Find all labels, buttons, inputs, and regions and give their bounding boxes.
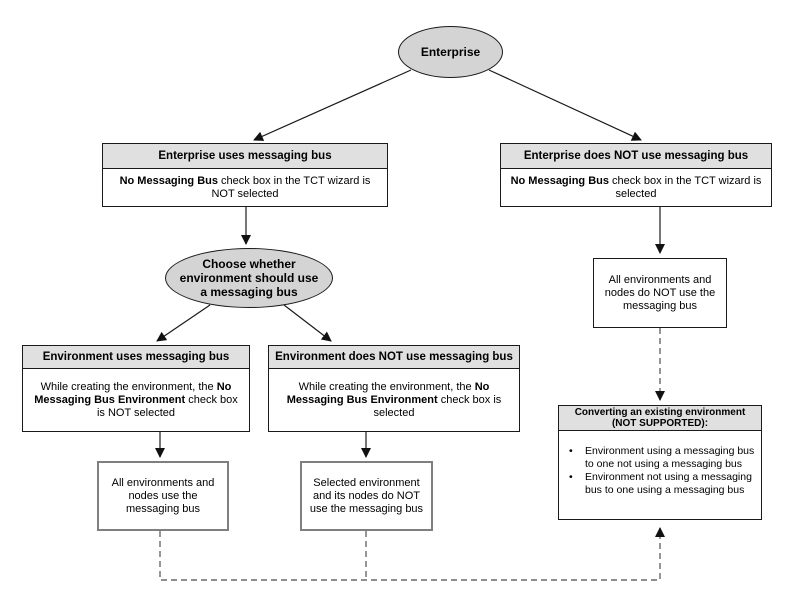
bold-term: No Messaging Bus Environment (34, 380, 232, 406)
node-converting-title-line2: (NOT SUPPORTED): (611, 418, 709, 429)
node-env-no-bus: Environment does NOT use messaging bus W… (268, 345, 520, 432)
arrow-enterprise-to-uses-bus (253, 69, 412, 141)
node-enterprise-uses-bus: Enterprise uses messaging bus No Messagi… (102, 143, 388, 207)
body-text: While creating the environment, the (298, 380, 475, 393)
node-enterprise-label: Enterprise (420, 45, 481, 59)
converting-bullet-text: Environment using a messaging bus to one… (585, 445, 755, 470)
node-enterprise-no-bus-body: No Messaging Bus check box in the TCT wi… (501, 169, 771, 206)
node-all-no-bus-label: All environments and nodes do NOT use th… (604, 273, 716, 312)
body-text: check box in the TCT wizard is selected (608, 174, 762, 200)
node-choose-environment: Choose whether environment should use a … (165, 248, 333, 308)
body-text: check box in the TCT wizard is NOT selec… (211, 174, 371, 200)
node-env-uses-bus: Environment uses messaging bus While cre… (22, 345, 250, 432)
converting-bullet-item: • Environment not using a messaging bus … (567, 471, 755, 497)
arrow-choose-to-env-no (283, 304, 332, 342)
node-enterprise-no-bus: Enterprise does NOT use messaging bus No… (500, 143, 772, 207)
bold-term: No Messaging Bus (510, 174, 609, 187)
node-env-no-bus-body: While creating the environment, the No M… (269, 369, 519, 431)
body-text: check box is selected (373, 393, 502, 419)
node-all-use-bus-label: All environments and nodes use the messa… (111, 476, 215, 515)
node-converting-body: • Environment using a messaging bus to o… (559, 431, 761, 519)
node-env-uses-bus-body: While creating the environment, the No M… (23, 369, 249, 431)
bold-term: No Messaging Bus (119, 174, 218, 187)
bullet-icon: • (569, 445, 573, 457)
node-choose-environment-label: Choose whether environment should use a … (179, 257, 319, 299)
body-text: check box is NOT selected (96, 393, 238, 419)
converting-bullet-list: • Environment using a messaging bus to o… (567, 445, 755, 497)
node-enterprise: Enterprise (398, 26, 503, 78)
node-all-no-bus: All environments and nodes do NOT use th… (593, 258, 727, 328)
node-enterprise-uses-bus-title: Enterprise uses messaging bus (103, 144, 387, 169)
converting-bullet-item: • Environment using a messaging bus to o… (567, 445, 755, 471)
bold-term: No Messaging Bus Environment (286, 380, 490, 406)
node-converting-title-line1: Converting an existing environment (574, 407, 746, 418)
node-enterprise-uses-bus-body: No Messaging Bus check box in the TCT wi… (103, 169, 387, 206)
converting-bullet-text: Environment not using a messaging bus to… (585, 471, 752, 496)
arrow-enterprise-to-no-bus (488, 69, 642, 141)
node-converting-title: Converting an existing environment (NOT … (559, 406, 761, 431)
node-converting: Converting an existing environment (NOT … (558, 405, 762, 520)
node-all-use-bus: All environments and nodes use the messa… (97, 461, 229, 531)
arrow-choose-to-env-uses (156, 304, 211, 342)
node-env-no-bus-title: Environment does NOT use messaging bus (269, 346, 519, 369)
bullet-icon: • (569, 471, 573, 483)
dashed-path-all-use-to-converting (159, 527, 665, 581)
node-selected-no-bus-label: Selected environment and its nodes do NO… (309, 476, 424, 515)
node-enterprise-no-bus-title: Enterprise does NOT use messaging bus (501, 144, 771, 169)
node-env-uses-bus-title: Environment uses messaging bus (23, 346, 249, 369)
body-text: While creating the environment, the (40, 380, 217, 393)
node-selected-no-bus: Selected environment and its nodes do NO… (300, 461, 433, 531)
